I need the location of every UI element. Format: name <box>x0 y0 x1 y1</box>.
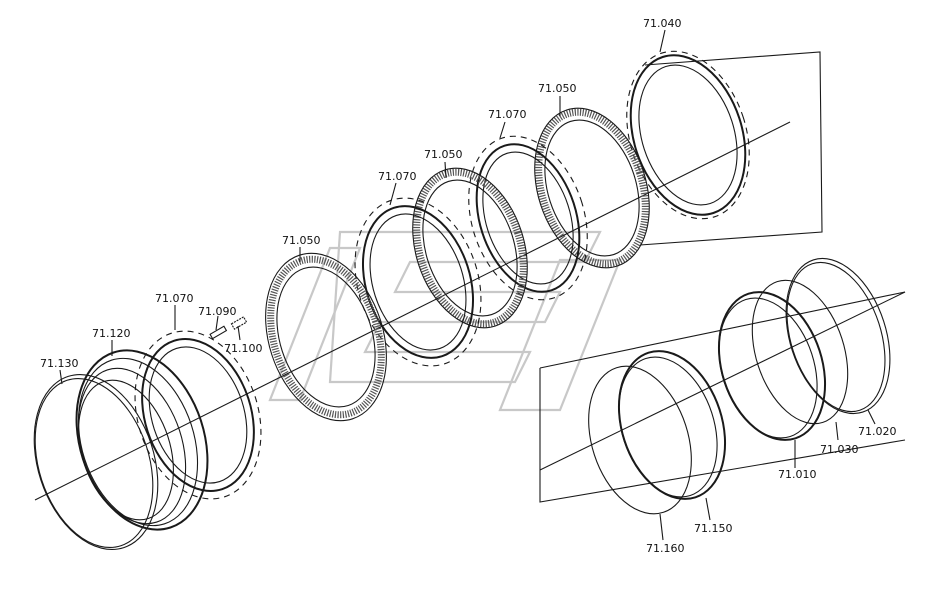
callout-71090: 71.090 <box>198 305 237 318</box>
piston-71120 <box>75 349 209 531</box>
snap-ring-71130 <box>33 373 159 551</box>
pin-71090 <box>209 325 228 340</box>
callout-71050-b: 71.050 <box>424 148 463 161</box>
spring-71100 <box>230 316 248 330</box>
callout-71070-b: 71.070 <box>378 170 417 183</box>
callout-71130: 71.130 <box>40 357 79 370</box>
disc-71050-a <box>534 107 650 269</box>
seal-71010 <box>717 291 827 441</box>
callout-71050-c: 71.050 <box>282 234 321 247</box>
assembly-plane-right <box>539 291 906 503</box>
callout-71020: 71.020 <box>858 425 897 438</box>
callout-71150: 71.150 <box>694 522 733 535</box>
seal-71150 <box>617 350 727 500</box>
callout-71030: 71.030 <box>820 443 859 456</box>
callout-71010: 71.010 <box>778 468 817 481</box>
ring-71020 <box>785 257 891 415</box>
callout-71070-c: 71.070 <box>155 292 194 305</box>
callout-71050-a: 71.050 <box>538 82 577 95</box>
ring-71160 <box>588 365 692 515</box>
watermark-logo <box>268 230 622 412</box>
callout-71070-a: 71.070 <box>488 108 527 121</box>
disc-71050-c <box>265 252 387 422</box>
callout-71160: 71.160 <box>646 542 685 555</box>
plate-71040 <box>626 50 750 220</box>
leader-lines <box>59 29 876 541</box>
callout-71120: 71.120 <box>92 327 131 340</box>
callout-71100: 71.100 <box>224 342 263 355</box>
right-axis <box>539 291 906 471</box>
plate-71070-a <box>468 135 588 301</box>
ring-71030 <box>751 279 849 425</box>
assembly-plane-left <box>639 51 823 246</box>
plate-71070-c <box>134 330 262 500</box>
callout-71040: 71.040 <box>643 17 682 30</box>
